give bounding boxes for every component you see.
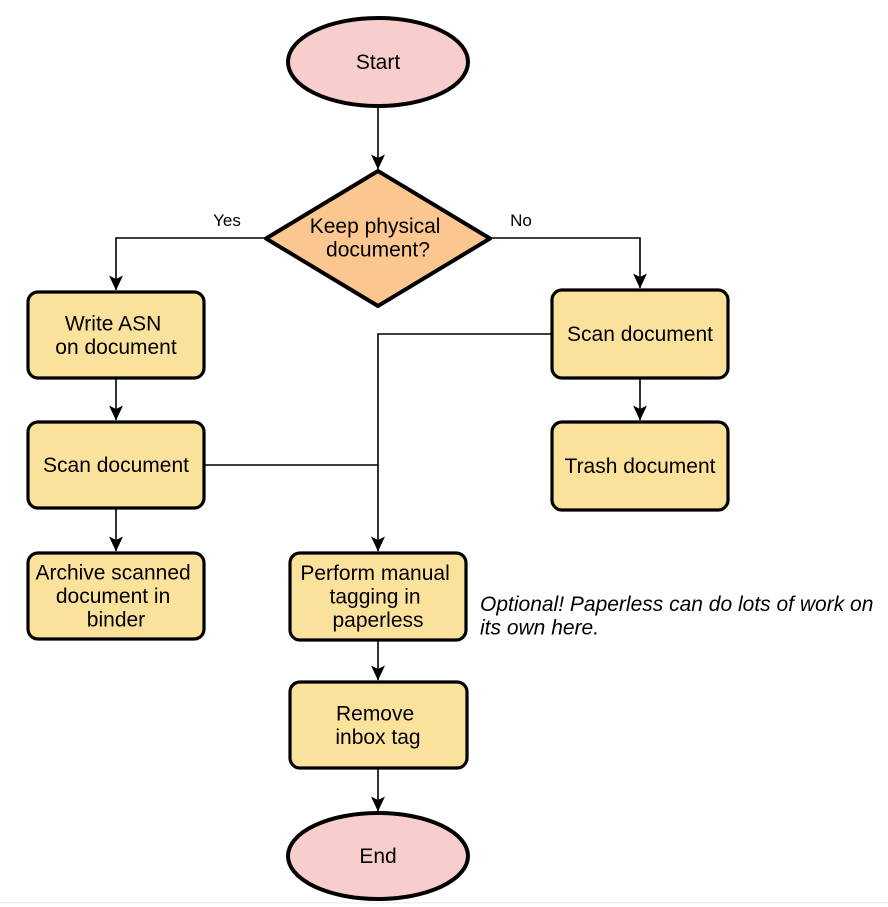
node-manual-tagging [288,551,468,642]
node-tagging-label-line2: tagging in [330,586,421,609]
node-trash-document [550,420,730,512]
node-write-asn-label: Write ASN on document [55,313,177,360]
node-tagging-label-line1: Perform manual [300,562,449,585]
edge-label-yes: Yes [213,211,241,230]
annotation-line1: Optional! Paperless can do lots of work … [480,593,873,616]
node-scan-document-left-label: Scan document [43,454,189,477]
edge-scan-right-to-tagging [371,333,552,552]
node-decision-label-line2: document? [326,239,430,262]
node-write-asn-label-line2: on document [55,336,177,359]
node-archive-binder [26,551,206,641]
node-write-asn-label-line1: Write ASN [65,313,161,336]
node-tagging-label-line3: paperless [332,609,423,632]
page-bottom-divider [0,902,888,904]
node-archive-label-line1: Archive scanned [35,562,190,585]
node-decision-label: Keep physical document? [310,215,447,262]
node-scan-document-left [26,420,206,510]
node-start-label: Start [356,51,401,74]
node-scan-document-right [550,288,730,380]
node-scan-document-right-label: Scan document [567,323,713,346]
edge-decision-yes-to-write-asn [109,237,266,291]
node-archive-label-line2: document in [56,585,170,608]
edge-decision-no-to-scan-right [490,237,647,289]
node-start [286,16,470,108]
node-decision-keep-physical [264,169,492,308]
node-end [286,811,470,901]
node-archive-label-line3: binder [87,609,145,632]
node-remove-inbox-tag-label: Remove inbox tag [335,703,420,750]
node-archive-binder-label: Archive scanned document in binder [35,562,196,632]
node-manual-tagging-label: Perform manual tagging in paperless [300,562,455,632]
annotation-line2: its own here. [480,617,599,640]
node-end-label: End [359,845,396,868]
node-remove-label-line2: inbox tag [335,726,420,749]
annotation-optional: Optional! Paperless can do lots of work … [480,593,879,640]
node-write-asn [26,290,206,380]
node-remove-inbox-tag [288,680,469,770]
node-remove-label-line1: Remove [336,703,414,726]
node-decision-label-line1: Keep physical [310,215,441,238]
node-trash-document-label: Trash document [565,455,716,478]
edge-label-no: No [510,211,532,230]
